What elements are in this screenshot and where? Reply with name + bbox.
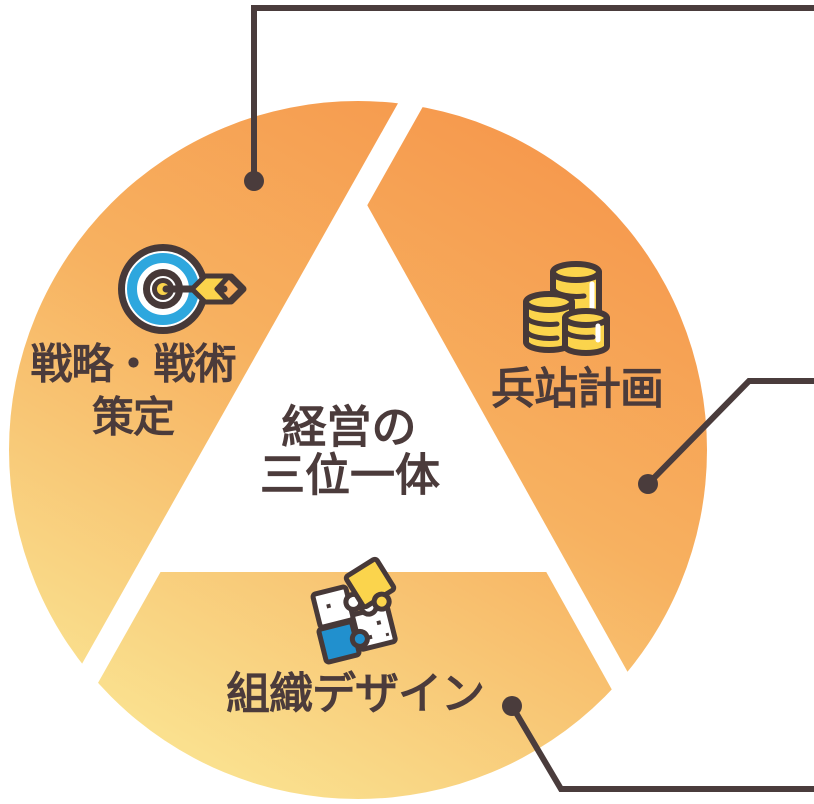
callout-dot-strategy xyxy=(244,171,264,191)
segment-label-strategy-line2: 策定 xyxy=(92,393,175,442)
callout-strategy xyxy=(244,5,814,191)
segment-label-strategy-line1: 戦略・戦術 xyxy=(30,340,235,389)
center-triangle-cutout xyxy=(150,214,556,572)
target-dart-icon xyxy=(118,244,247,334)
callout-organization xyxy=(502,696,814,792)
coin-stacks-icon xyxy=(523,261,610,356)
cut-band-left xyxy=(74,82,430,690)
callout-dot-organization xyxy=(502,696,522,716)
cut-band-right xyxy=(346,203,636,697)
puzzle-pieces-icon xyxy=(310,556,398,665)
callout-dot-logistics xyxy=(638,474,658,494)
segment-label-logistics: 兵站計画 xyxy=(491,364,663,415)
center-title-line1: 経営の xyxy=(281,401,416,454)
center-title-line2: 三位一体 xyxy=(260,449,440,502)
segment-label-organization: 組織デザイン xyxy=(226,669,484,720)
callout-logistics xyxy=(638,378,814,494)
